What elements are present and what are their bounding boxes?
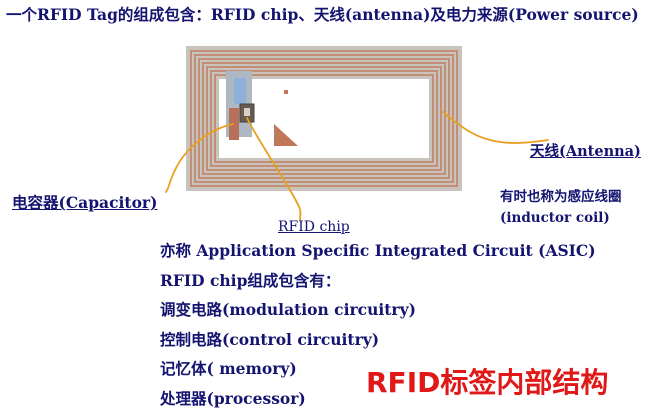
- description-line: 处理器(processor): [160, 388, 306, 408]
- small-pad: [284, 90, 288, 94]
- antenna-label: 天线(Antenna): [530, 143, 641, 160]
- description-line: RFID chip组成包含有：: [160, 270, 341, 290]
- chip-lead: [234, 78, 246, 104]
- description-line: 记忆体( memory): [160, 359, 297, 378]
- chip-description: 亦称 Application Specific Integrated Circu…: [160, 236, 596, 413]
- triangle-pad: [274, 124, 298, 146]
- slide-title: RFID标签内部结构: [366, 366, 609, 399]
- rfid-chip-label: RFID chip: [278, 219, 350, 235]
- capacitor-pointer: [165, 123, 234, 193]
- description-line: 控制电路(control circuitry): [160, 329, 380, 349]
- description-line: 调变电路(modulation circuitry): [160, 300, 416, 319]
- inductor-note-cn: 有时也称为感应线圈: [500, 189, 622, 205]
- chip-pointer: [246, 117, 302, 221]
- heading: 一个RFID Tag的组成包含：RFID chip、天线(antenna)及电力…: [6, 5, 639, 24]
- inductor-note-en: (inductor coil): [500, 210, 610, 226]
- capacitor-label: 电容器(Capacitor): [12, 193, 158, 212]
- inductor-coil-note: 有时也称为感应线圈 (inductor coil): [500, 187, 666, 229]
- antenna-pointer: [442, 111, 549, 144]
- chip-die: [244, 108, 250, 116]
- antenna-coil: [190, 50, 458, 187]
- capacitor-plate: [229, 108, 239, 140]
- description-line: 亦称 Application Specific Integrated Circu…: [160, 241, 596, 260]
- pointer-lines: [165, 111, 549, 221]
